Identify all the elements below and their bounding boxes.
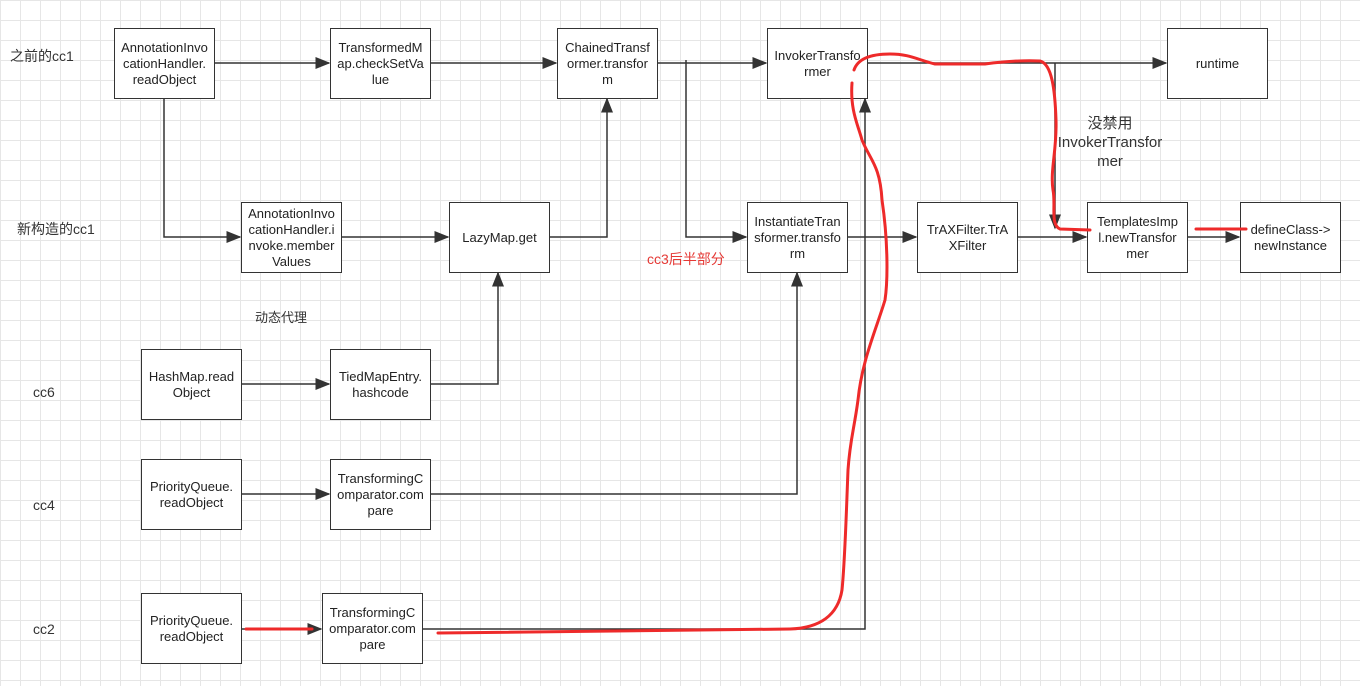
edge (163, 98, 242, 243)
row-label-cc6: cc6 (33, 384, 55, 400)
edge (549, 97, 613, 238)
note-line1: 没禁用 (1087, 115, 1133, 132)
node-transformedmap-checksetvalue[interactable]: TransformedMap.checkSetValue (330, 28, 431, 99)
edge (430, 271, 504, 385)
node-traxfilter[interactable]: TrAXFilter.TrAXFilter (917, 202, 1018, 273)
node-templatesimpl[interactable]: TemplatesImpl.newTransformer (1087, 202, 1188, 273)
node-tiedmapentry-hashcode[interactable]: TiedMapEntry.hashcode (330, 349, 431, 420)
edge (685, 60, 748, 243)
row-label-new-cc1: 新构造的cc1 (17, 221, 95, 237)
node-instantiatetransformer[interactable]: InstantiateTransformer.transform (747, 202, 848, 273)
row-label-cc4: cc4 (33, 497, 55, 513)
row-label-cc2: cc2 (33, 621, 55, 637)
node-runtime[interactable]: runtime (1167, 28, 1268, 99)
node-transformingcomparator-cc2[interactable]: TransformingComparator.compare (322, 593, 423, 664)
cc3-second-half-label: cc3后半部分 (647, 251, 725, 267)
note-invoker-not-disabled: 没禁用 InvokerTransformer (1055, 114, 1165, 171)
node-annotation-invoke[interactable]: AnnotationInvocationHandler.invoke.membe… (241, 202, 342, 273)
node-transformingcomparator-cc4[interactable]: TransformingComparator.compare (330, 459, 431, 530)
node-priorityqueue-cc4[interactable]: PriorityQueue.readObject (141, 459, 242, 530)
node-priorityqueue-cc2[interactable]: PriorityQueue.readObject (141, 593, 242, 664)
node-hashmap-readobject[interactable]: HashMap.readObject (141, 349, 242, 420)
node-defineclass[interactable]: defineClass->newInstance (1240, 202, 1341, 273)
node-annotation-readobject[interactable]: AnnotationInvocationHandler.readObject (114, 28, 215, 99)
row-label-old-cc1: 之前的cc1 (10, 48, 74, 64)
edge (422, 97, 871, 630)
node-invokertransformer[interactable]: InvokerTransformer (767, 28, 868, 99)
node-lazymap-get[interactable]: LazyMap.get (449, 202, 550, 273)
note-line2: InvokerTransformer (1057, 134, 1163, 170)
node-chainedtransformer-transform[interactable]: ChainedTransformer.transform (557, 28, 658, 99)
dynamic-proxy-label: 动态代理 (255, 310, 308, 325)
